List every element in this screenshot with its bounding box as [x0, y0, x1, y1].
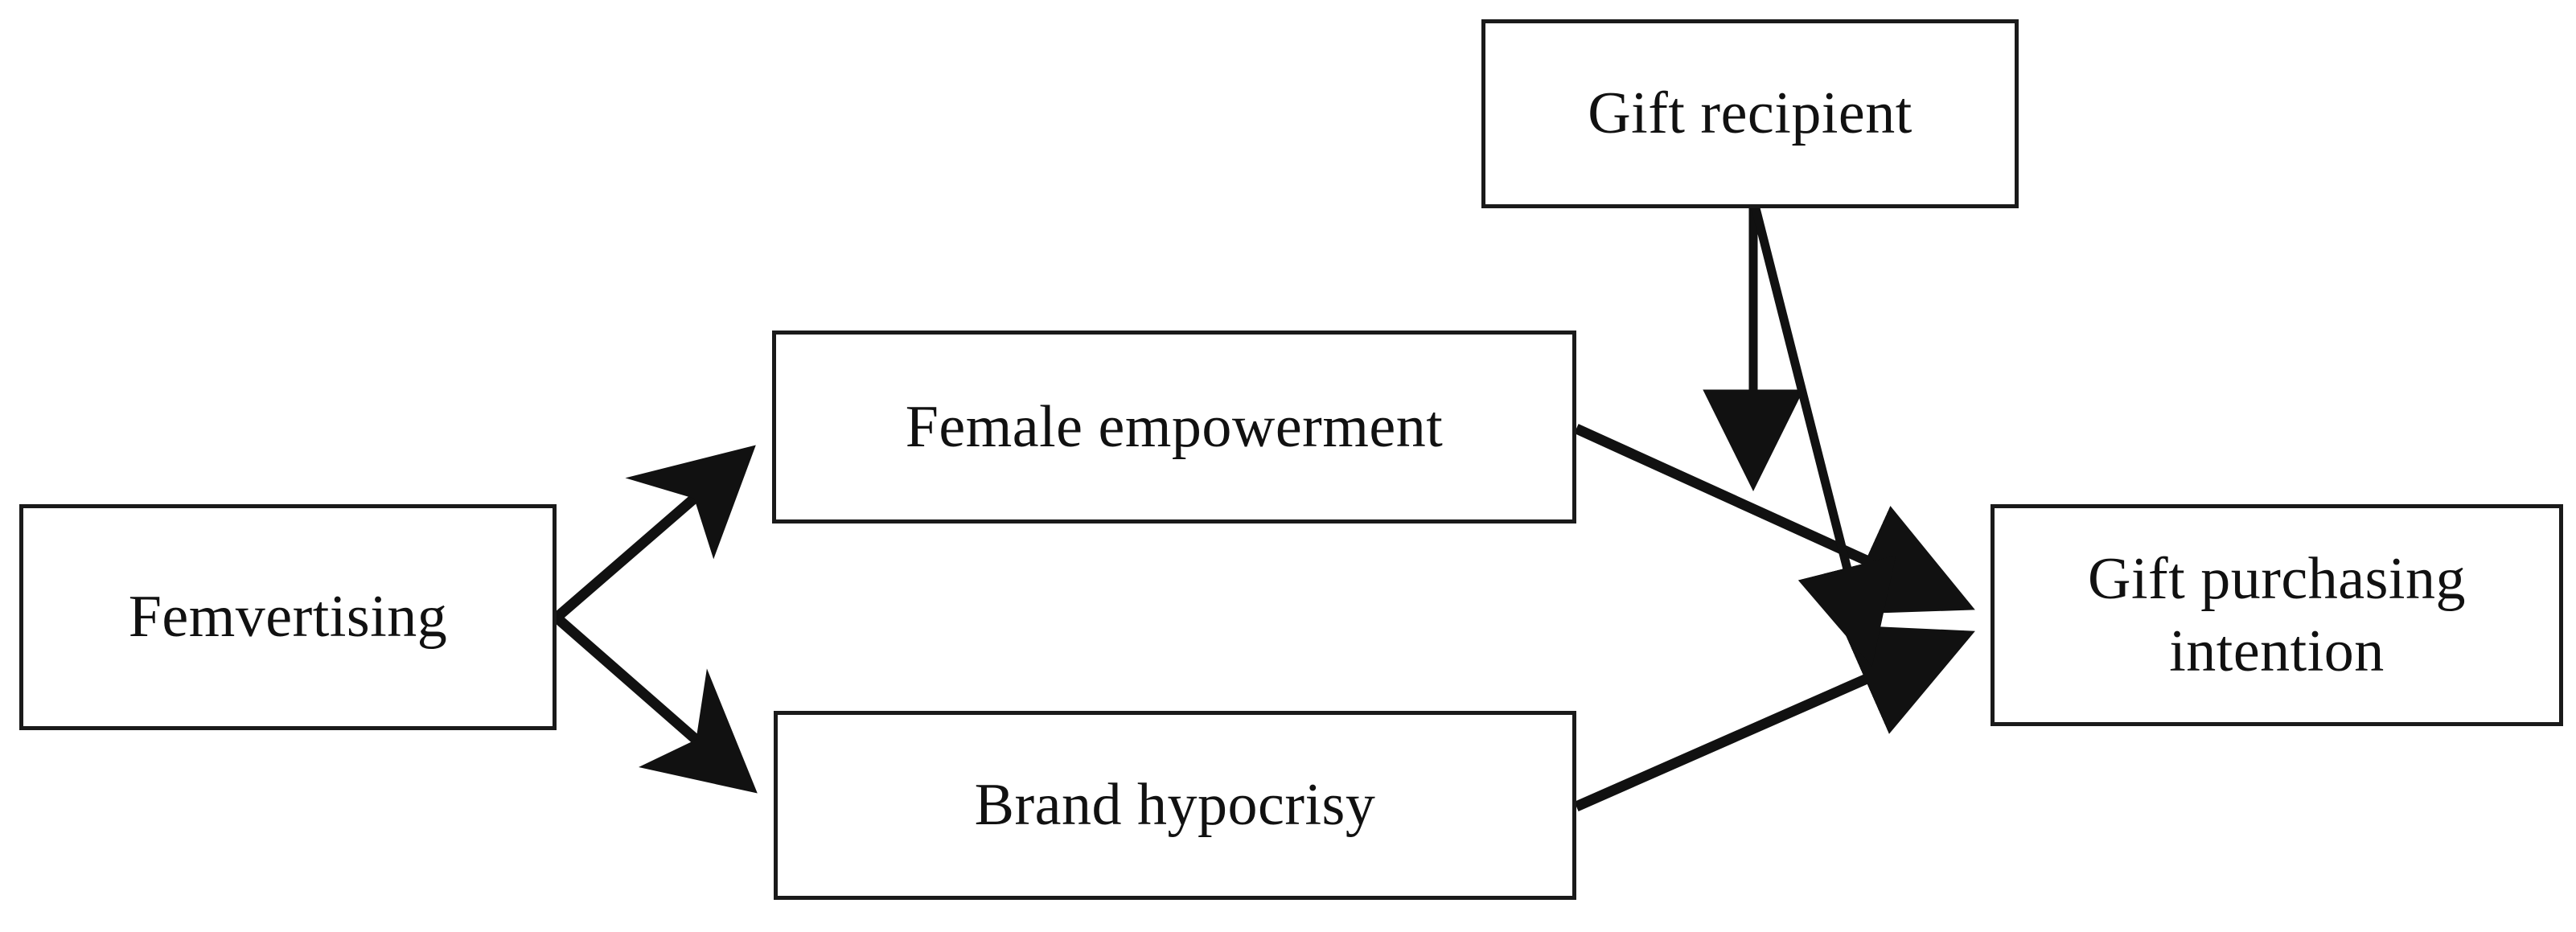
- edge-female-empowerment-to-gift-purchasing-intention: [1574, 424, 1975, 614]
- edge-femvertising-to-brand-hypocrisy: [553, 614, 758, 794]
- node-femvertising[interactable]: Femvertising: [19, 504, 557, 730]
- node-female-empowerment-label: Female empowerment: [905, 393, 1444, 460]
- edge-gift-recipient-moderator-lower: [1751, 207, 1896, 667]
- edge-brand-hypocrisy-to-gift-purchasing-intention: [1574, 625, 1975, 811]
- node-gift-purchasing-intention-label: Gift purchasing intention: [2088, 545, 2466, 684]
- node-brand-hypocrisy-label: Brand hypocrisy: [974, 772, 1376, 839]
- node-gift-purchasing-intention[interactable]: Gift purchasing intention: [1991, 504, 2563, 726]
- edge-femvertising-to-female-empowerment: [553, 445, 756, 622]
- node-gift-recipient-label: Gift recipient: [1588, 80, 1912, 147]
- node-femvertising-label: Femvertising: [128, 584, 448, 651]
- node-brand-hypocrisy[interactable]: Brand hypocrisy: [774, 711, 1576, 900]
- node-female-empowerment[interactable]: Female empowerment: [772, 331, 1576, 523]
- node-gift-recipient[interactable]: Gift recipient: [1481, 19, 2019, 208]
